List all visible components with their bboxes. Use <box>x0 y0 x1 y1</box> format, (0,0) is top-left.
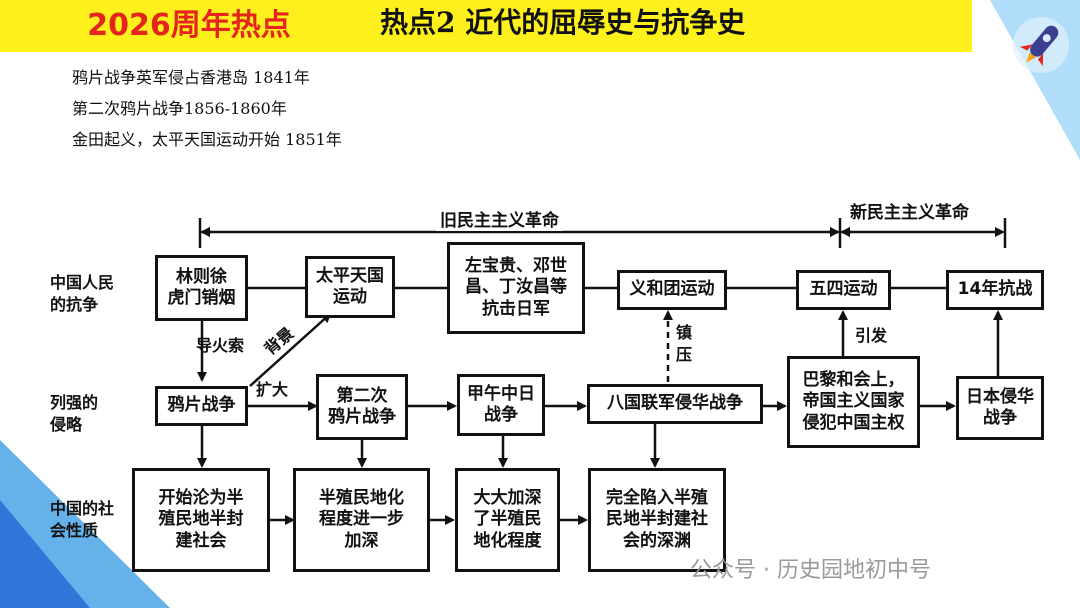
arrow-background <box>249 312 332 387</box>
corner-triangle-darkblue <box>0 500 90 608</box>
note-1: 鸦片战争英军侵占香港岛 1841年 <box>72 68 310 87</box>
edge-label-expand: 扩大 <box>256 380 289 399</box>
row-label-society: 中国的社 会性质 <box>50 499 115 540</box>
box-sino-japanese-war: 甲午中日 战争 <box>457 374 545 436</box>
page-title: 热点2 近代的屈辱史与抗争史 <box>380 6 746 39</box>
box-soc-deepen: 半殖民地化 程度进一步 加深 <box>293 468 430 572</box>
box-paris-peace: 巴黎和会上， 帝国主义国家 侵犯中国主权 <box>787 356 920 448</box>
box-soc-greatly: 大大加深 了半殖民 地化程度 <box>455 468 560 572</box>
box-japan-invasion: 日本侵华 战争 <box>956 376 1044 440</box>
row-label-struggle: 中国人民 的抗争 <box>50 273 115 314</box>
edge-label-trigger: 引发 <box>855 326 888 345</box>
edge-label-suppress: 镇 压 <box>676 323 693 365</box>
edge-label-fuse: 导火索 <box>196 336 245 355</box>
box-14-year-war: 14年抗战 <box>946 270 1044 310</box>
box-taiping: 太平天国 运动 <box>305 256 395 318</box>
rocket-icon <box>1013 17 1069 73</box>
note-2: 第二次鸦片战争1856-1860年 <box>72 99 287 118</box>
box-may-fourth: 五四运动 <box>796 270 891 310</box>
box-second-opium-war: 第二次 鸦片战争 <box>316 374 408 440</box>
box-eight-nation: 八国联军侵华战争 <box>587 384 763 424</box>
watermark: 公众号 · 历史园地初中号 <box>690 558 931 583</box>
box-zuo-baogui: 左宝贵、邓世 昌、丁汝昌等 抗击日军 <box>447 242 585 334</box>
note-3: 金田起义，太平天国运动开始 1851年 <box>72 130 342 149</box>
box-soc-begin: 开始沦为半 殖民地半封 建社会 <box>132 468 270 572</box>
box-yihetuan: 义和团运动 <box>617 270 727 310</box>
box-soc-fully: 完全陷入半殖 民地半封建社 会的深渊 <box>588 468 726 572</box>
era-old-label: 旧民主主义革命 <box>436 206 563 231</box>
header-title-bar <box>372 0 972 52</box>
box-lin-zexu: 林则徐 虎门销烟 <box>155 255 248 321</box>
header-badge-bg <box>0 0 378 52</box>
row-label-invasion: 列强的 侵略 <box>50 393 99 434</box>
era-new-label: 新民主主义革命 <box>846 198 973 223</box>
box-opium-war: 鸦片战争 <box>155 386 248 426</box>
header-badge: 2026周年热点 <box>87 8 291 43</box>
